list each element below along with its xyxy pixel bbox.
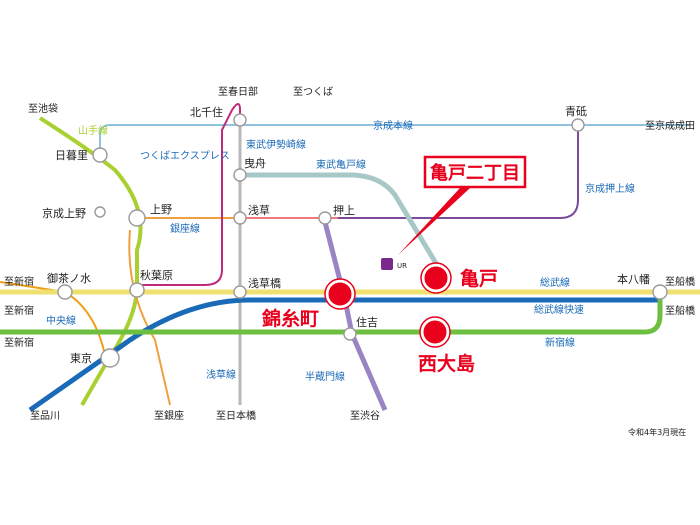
nishi-ojima-marker-ring bbox=[419, 316, 451, 348]
line-label-shinjuku: 新宿線 bbox=[545, 336, 575, 349]
ur-label: UR bbox=[397, 262, 407, 270]
target-box bbox=[423, 155, 527, 189]
direction-shinjuku-3: 至新宿 bbox=[4, 336, 34, 349]
direction-tsukuba: 至つくば bbox=[293, 86, 333, 98]
kameido-label: 亀戸 bbox=[460, 268, 498, 290]
hanzomon-line-path bbox=[322, 221, 388, 411]
station-label-oshiage: 押上 bbox=[333, 203, 355, 217]
direction-funabashi-2: 至船橋 bbox=[665, 304, 695, 317]
station-label-asakusa: 浅草 bbox=[248, 204, 270, 217]
target-pointer bbox=[398, 188, 470, 255]
line-label-hanzomon: 半蔵門線 bbox=[305, 370, 345, 383]
direction-ikebukuro: 至池袋 bbox=[28, 102, 58, 115]
station-label-ochanomizu: 御茶ノ水 bbox=[47, 271, 91, 285]
direction-narita: 至京成成田 bbox=[645, 119, 695, 132]
line-label-tobu-isesaki: 東武伊勢崎線 bbox=[246, 138, 306, 151]
station-node-motoyawata bbox=[652, 284, 668, 300]
station-node-hikifune bbox=[233, 168, 247, 182]
nishi-ojima-label: 西大島 bbox=[418, 352, 475, 375]
direction-shibuya: 至渋谷 bbox=[350, 409, 380, 422]
station-label-keisei-ueno: 京成上野 bbox=[42, 206, 86, 220]
station-label-aoto: 青砥 bbox=[565, 105, 587, 118]
station-label-sumiyoshi: 住吉 bbox=[356, 315, 378, 329]
keisei-oshiage-line bbox=[338, 125, 579, 219]
direction-kasukabe: 至春日部 bbox=[218, 85, 258, 98]
line-label-sobu: 総武線 bbox=[540, 276, 570, 289]
nishi-ojima-marker bbox=[420, 317, 450, 347]
line-label-asakusa: 浅草線 bbox=[206, 368, 236, 381]
station-node-kitasenju bbox=[233, 113, 247, 127]
station-node-asakusabashi bbox=[233, 285, 247, 299]
station-node-sumiyoshi bbox=[343, 327, 357, 341]
direction-shinagawa: 至品川 bbox=[30, 410, 60, 422]
tx-line-path bbox=[137, 103, 241, 286]
station-node-tokyo bbox=[100, 348, 120, 368]
station-label-kitasenju: 北千住 bbox=[190, 105, 223, 119]
station-label-ueno: 上野 bbox=[150, 203, 172, 216]
line-label-keisei: 京成本線 bbox=[373, 119, 413, 132]
station-label-akihabara: 秋葉原 bbox=[140, 268, 173, 282]
shinjuku-line-path bbox=[0, 288, 663, 335]
station-node-akihabara bbox=[129, 282, 145, 298]
target-label: 亀戸二丁目 bbox=[430, 162, 520, 184]
as-of-note: 令和4年3月現在 bbox=[628, 427, 686, 437]
direction-ginza: 至銀座 bbox=[154, 409, 184, 422]
direction-funabashi-1: 至船橋 bbox=[665, 275, 695, 288]
line-label-chuo: 中央線 bbox=[46, 314, 76, 327]
line-label-sobu-rapid: 総武線快速 bbox=[534, 303, 584, 316]
direction-shinjuku-1: 至新宿 bbox=[4, 275, 34, 288]
line-label-keisei-oshiage: 京成押上線 bbox=[585, 182, 635, 195]
keisei-line bbox=[99, 124, 690, 155]
station-label-tokyo: 東京 bbox=[70, 351, 92, 365]
kameido-marker bbox=[421, 263, 451, 293]
kameido-marker-ring bbox=[420, 262, 452, 294]
direction-nihonbashi: 至日本橋 bbox=[216, 409, 256, 422]
tobu-line-path bbox=[240, 172, 443, 272]
kinshicho-marker-ring bbox=[324, 278, 356, 310]
line-label-ginza: 銀座線 bbox=[170, 222, 200, 235]
ur-logo-icon bbox=[381, 258, 393, 270]
station-node-oshiage bbox=[318, 211, 332, 225]
kinshicho-label: 錦糸町 bbox=[262, 307, 319, 330]
station-node-nippori bbox=[92, 147, 108, 163]
kinshicho-marker bbox=[325, 279, 355, 309]
station-node-ochanomizu bbox=[57, 284, 73, 300]
station-node-ueno bbox=[128, 209, 146, 227]
station-node-keisei-ueno bbox=[94, 206, 106, 218]
direction-shinjuku-2: 至新宿 bbox=[4, 304, 34, 317]
station-label-asakusabashi: 浅草橋 bbox=[248, 276, 281, 290]
station-label-nippori: 日暮里 bbox=[55, 148, 88, 162]
sobu-rapid-line-path bbox=[28, 297, 660, 413]
line-label-yamanote: 山手線 bbox=[78, 124, 108, 137]
station-label-motoyawata: 本八幡 bbox=[617, 272, 650, 286]
station-node-aoto bbox=[571, 118, 585, 132]
line-label-tx: つくばエクスプレス bbox=[140, 150, 230, 162]
station-label-hikifune: 曳舟 bbox=[244, 156, 266, 170]
line-label-tobu-kameido: 東武亀戸線 bbox=[316, 158, 366, 171]
station-node-asakusa bbox=[233, 211, 247, 225]
